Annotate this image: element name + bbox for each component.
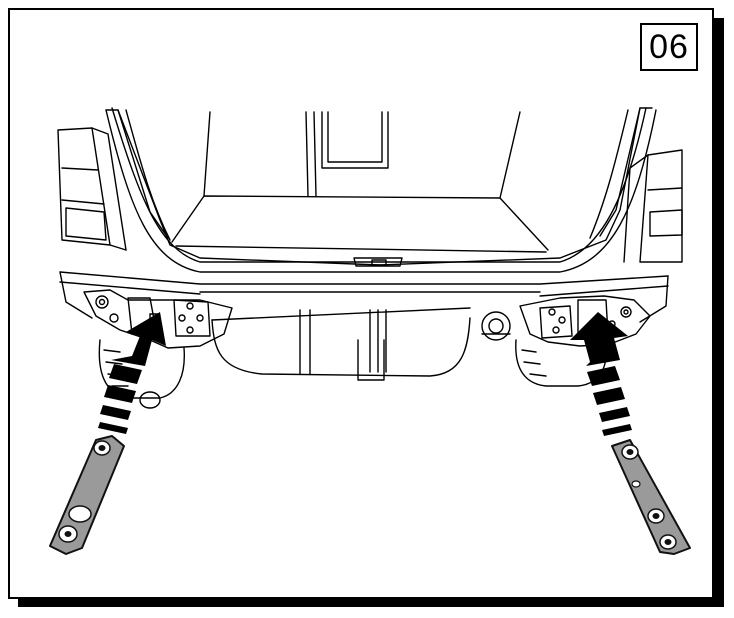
left-bracket-plate [49,435,125,555]
step-number-badge: 06 [640,23,698,71]
tailgate-opening [105,107,657,273]
right-tail-light [623,149,683,263]
arrow-up-left-icon [570,312,632,436]
right-bracket-plate [611,439,691,555]
arrow-up-right-icon [98,312,166,434]
tailgate-latch [353,257,403,267]
illustration-frame [8,8,714,599]
rear-seat [305,111,389,197]
left-tail-light [57,127,127,251]
rear-bumper [59,271,669,323]
right-tire [515,339,607,387]
cargo-floor [171,111,549,253]
vehicle-rear-drawing [57,107,683,409]
tow-hook [481,311,511,341]
lower-valance [211,307,471,381]
